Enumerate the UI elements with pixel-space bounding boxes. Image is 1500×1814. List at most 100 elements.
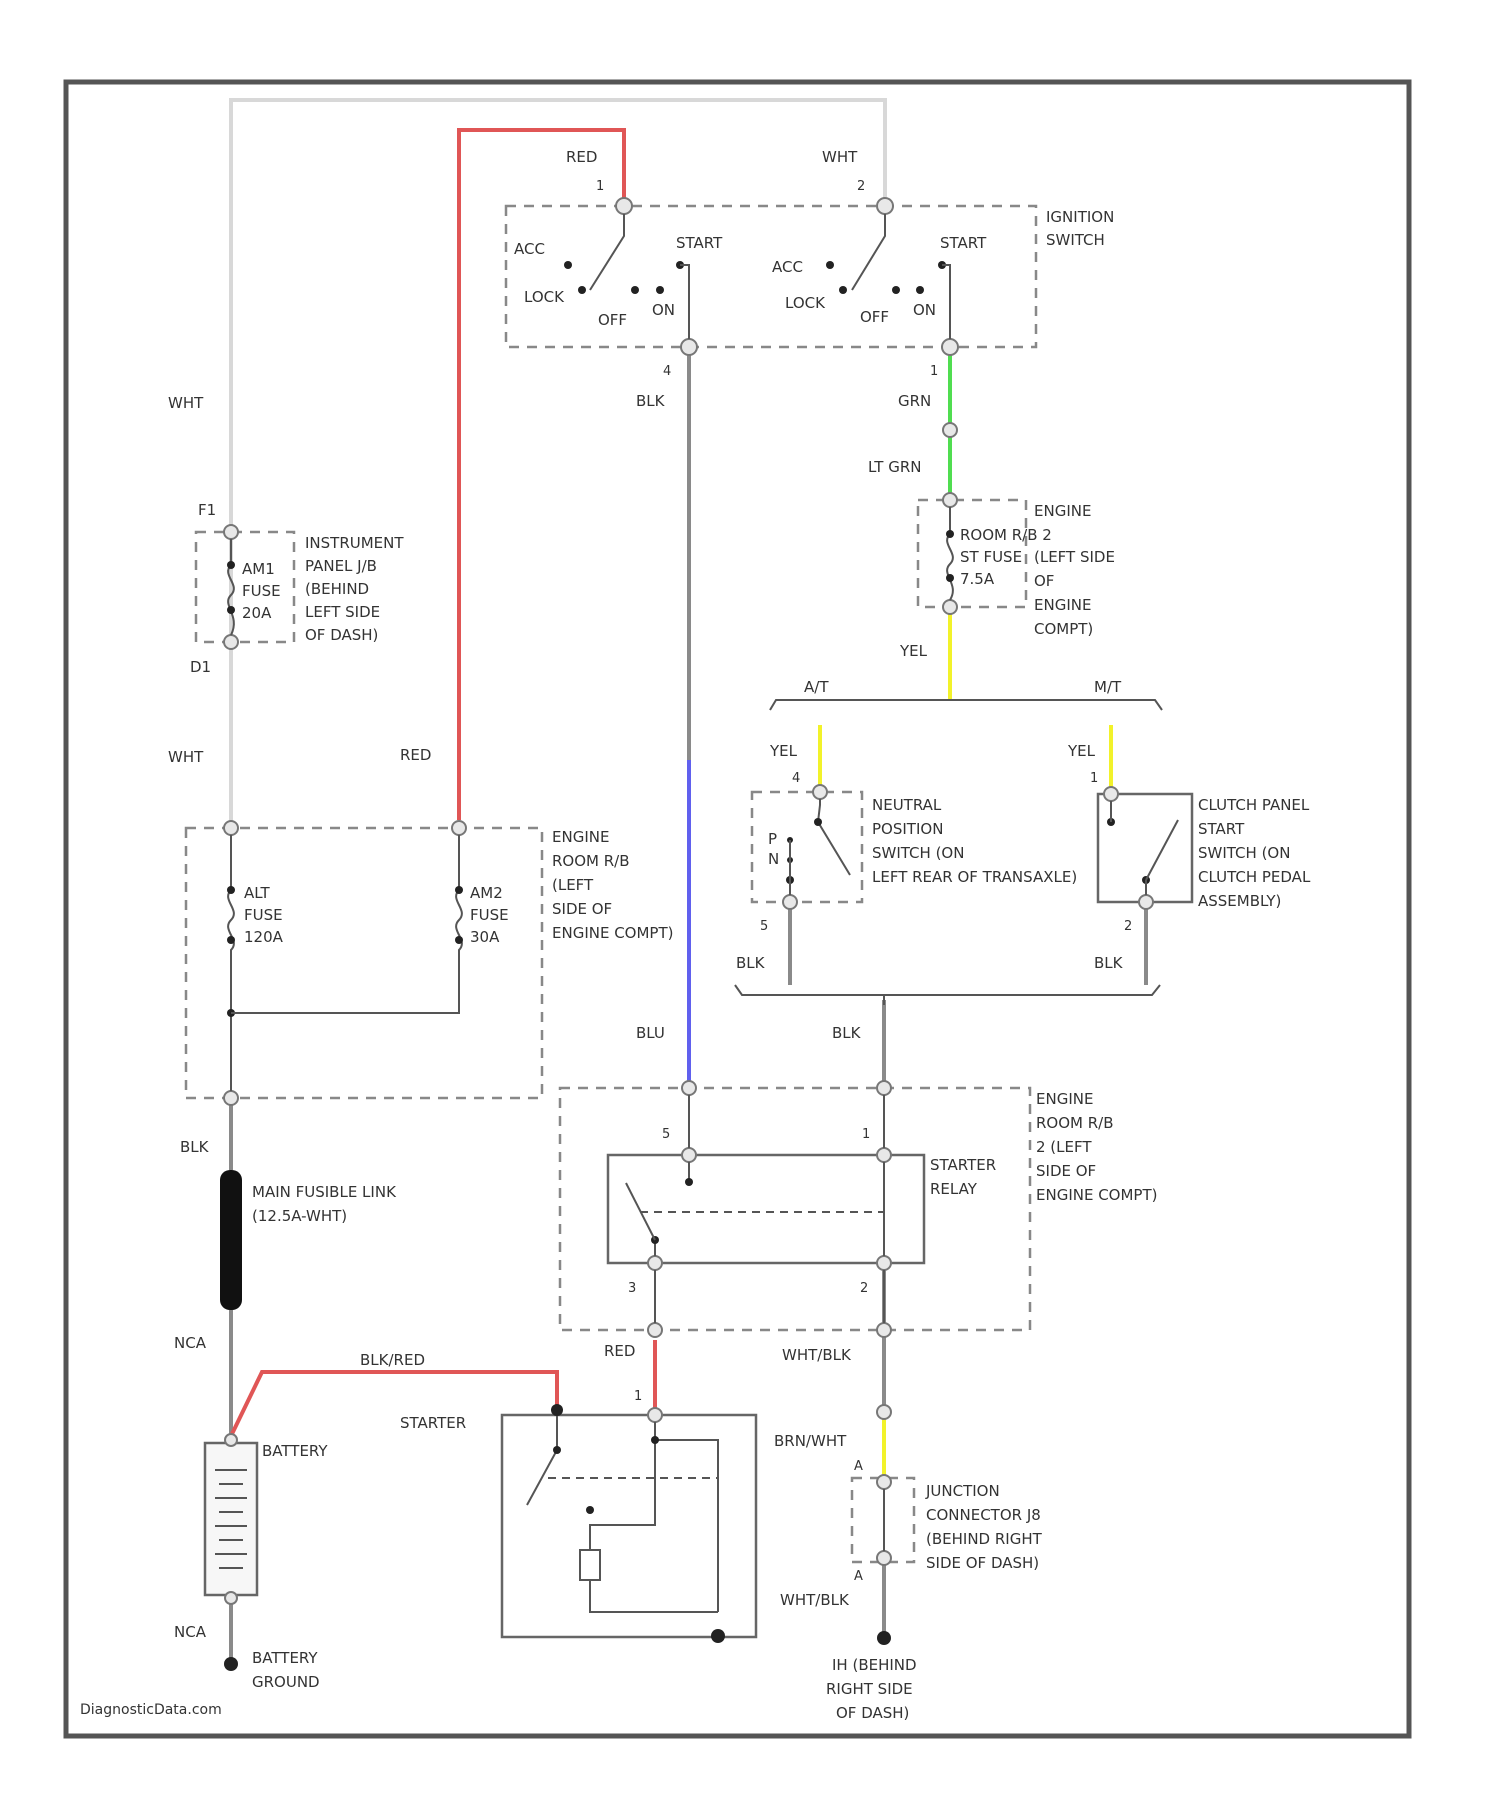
starter-terminal-b bbox=[551, 1404, 563, 1416]
label-at: A/T bbox=[804, 678, 829, 696]
relay-pin-1: 1 bbox=[862, 1127, 870, 1142]
relay-rb-3: 2 (LEFT bbox=[1036, 1138, 1092, 1156]
junction-label-4: SIDE OF DASH) bbox=[926, 1554, 1039, 1572]
ground-ih-1: IH (BEHIND bbox=[832, 1656, 917, 1674]
neutral-label-2: POSITION bbox=[872, 820, 943, 838]
relay-rb-4: SIDE OF bbox=[1036, 1162, 1096, 1180]
wire-label-red-top: RED bbox=[566, 148, 597, 166]
wire-label-wht-blk-top: WHT/BLK bbox=[782, 1346, 852, 1364]
erb-terminal-blk bbox=[224, 1091, 238, 1105]
ground-ih-2: RIGHT SIDE bbox=[826, 1680, 913, 1698]
ign-pin-red: 1 bbox=[596, 179, 604, 194]
junction-pin-bottom: A bbox=[854, 1569, 863, 1584]
ign-pos-lock-r: LOCK bbox=[785, 294, 826, 312]
battery-terminal-pos bbox=[225, 1434, 237, 1446]
wire-label-wht-mid: WHT bbox=[168, 748, 204, 766]
ign-contact-acc-r bbox=[826, 261, 834, 269]
ground-ih-dot bbox=[877, 1631, 891, 1645]
ign-terminal-grn bbox=[942, 339, 958, 355]
relay-contact-a bbox=[685, 1178, 693, 1186]
relay-pin-5: 5 bbox=[662, 1127, 670, 1142]
clutch-pin-top: 1 bbox=[1090, 771, 1098, 786]
battery-symbol bbox=[205, 1443, 257, 1595]
erb2-label-5: ENGINE bbox=[1034, 596, 1091, 614]
ign-contact-on-r bbox=[916, 286, 924, 294]
clutch-label-2: START bbox=[1198, 820, 1245, 838]
am1-fuse-dot-top bbox=[227, 561, 235, 569]
ground-ih-3: OF DASH) bbox=[836, 1704, 909, 1722]
am2-fuse-dot-bottom bbox=[455, 936, 463, 944]
ipjb-pin-f1: F1 bbox=[198, 501, 216, 519]
wht-blk-connector bbox=[877, 1405, 891, 1419]
erb-label-3: (LEFT bbox=[552, 876, 594, 894]
ipjb-terminal-d1 bbox=[224, 635, 238, 649]
wire-label-grn: GRN bbox=[898, 392, 931, 410]
wire-label-blk-neutral: BLK bbox=[736, 954, 766, 972]
relay-rb-1: ENGINE bbox=[1036, 1090, 1093, 1108]
neutral-label-1: NEUTRAL bbox=[872, 796, 942, 814]
am1-fuse-3: 20A bbox=[242, 604, 272, 622]
st-fuse-terminal-top bbox=[943, 493, 957, 507]
ign-contact-lock-l bbox=[578, 286, 586, 294]
st-fuse-terminal-bottom bbox=[943, 600, 957, 614]
relay-rb-5: ENGINE COMPT) bbox=[1036, 1186, 1158, 1204]
wire-label-nca-bottom: NCA bbox=[174, 1623, 207, 1641]
ign-pos-on-r: ON bbox=[913, 301, 936, 319]
alt-fuse-1: ALT bbox=[244, 884, 271, 902]
neutral-pin-bottom: 5 bbox=[760, 919, 768, 934]
relay-rb-2: ROOM R/B bbox=[1036, 1114, 1114, 1132]
ign-pin-blk: 4 bbox=[663, 364, 671, 379]
ipjb-label-3: (BEHIND bbox=[305, 580, 369, 598]
erb-terminal-wht bbox=[224, 821, 238, 835]
junction-label-3: (BEHIND RIGHT bbox=[926, 1530, 1043, 1548]
neutral-label-3: SWITCH (ON bbox=[872, 844, 964, 862]
junction-label-2: CONNECTOR J8 bbox=[926, 1506, 1041, 1524]
battery-ground-dot bbox=[224, 1657, 238, 1671]
relay-rb-term-3 bbox=[648, 1323, 662, 1337]
clutch-pin-bottom: 2 bbox=[1124, 919, 1132, 934]
relay-label-2: RELAY bbox=[930, 1180, 978, 1198]
fusible-label-2: (12.5A-WHT) bbox=[252, 1207, 347, 1225]
neutral-pin-top: 4 bbox=[792, 771, 800, 786]
wire-label-yel-at: YEL bbox=[769, 742, 798, 760]
ign-pos-start-r: START bbox=[940, 234, 987, 252]
grn-connector bbox=[943, 423, 957, 437]
wire-label-yel-mt: YEL bbox=[1067, 742, 1096, 760]
wire-label-blk-red: BLK/RED bbox=[360, 1351, 425, 1369]
starter-terminal-1 bbox=[648, 1408, 662, 1422]
clutch-label-4: CLUTCH PEDAL bbox=[1198, 868, 1311, 886]
ipjb-pin-d1: D1 bbox=[190, 658, 211, 676]
ign-pos-acc-r: ACC bbox=[772, 258, 803, 276]
clutch-label-1: CLUTCH PANEL bbox=[1198, 796, 1310, 814]
wire-label-wht-top: WHT bbox=[822, 148, 858, 166]
wire-label-yel-main: YEL bbox=[899, 642, 928, 660]
neutral-label-4: LEFT REAR OF TRANSAXLE) bbox=[872, 868, 1077, 886]
ign-label-1: IGNITION bbox=[1046, 208, 1114, 226]
fusible-link bbox=[220, 1170, 242, 1310]
relay-pin-2: 2 bbox=[860, 1281, 868, 1296]
starter-pin: 1 bbox=[634, 1389, 642, 1404]
ign-terminal-blk bbox=[681, 339, 697, 355]
wire-label-lt-grn: LT GRN bbox=[868, 458, 922, 476]
ign-terminal-wht bbox=[877, 198, 893, 214]
ipjb-label-1: INSTRUMENT bbox=[305, 534, 404, 552]
neutral-pos-p: P bbox=[768, 830, 777, 848]
clutch-label-3: SWITCH (ON bbox=[1198, 844, 1290, 862]
st-fuse-2: 7.5A bbox=[960, 570, 995, 588]
fusible-label-1: MAIN FUSIBLE LINK bbox=[252, 1183, 397, 1201]
clutch-terminal-bottom bbox=[1139, 895, 1153, 909]
erb2-label-1: ENGINE bbox=[1034, 502, 1091, 520]
ign-pin-wht: 2 bbox=[857, 179, 865, 194]
relay-term-2 bbox=[877, 1256, 891, 1270]
relay-term-5 bbox=[682, 1148, 696, 1162]
junction-label-1: JUNCTION bbox=[925, 1482, 1000, 1500]
erb2-label-2: ROOM R/B 2 bbox=[960, 526, 1052, 544]
battery-terminal-neg bbox=[225, 1592, 237, 1604]
ipjb-label-2: PANEL J/B bbox=[305, 557, 377, 575]
ign-contact-lock-r bbox=[839, 286, 847, 294]
erb-label-1: ENGINE bbox=[552, 828, 609, 846]
neutral-pos-n: N bbox=[768, 850, 779, 868]
neutral-terminal-top bbox=[813, 785, 827, 799]
erb2-label-4: OF bbox=[1034, 572, 1054, 590]
